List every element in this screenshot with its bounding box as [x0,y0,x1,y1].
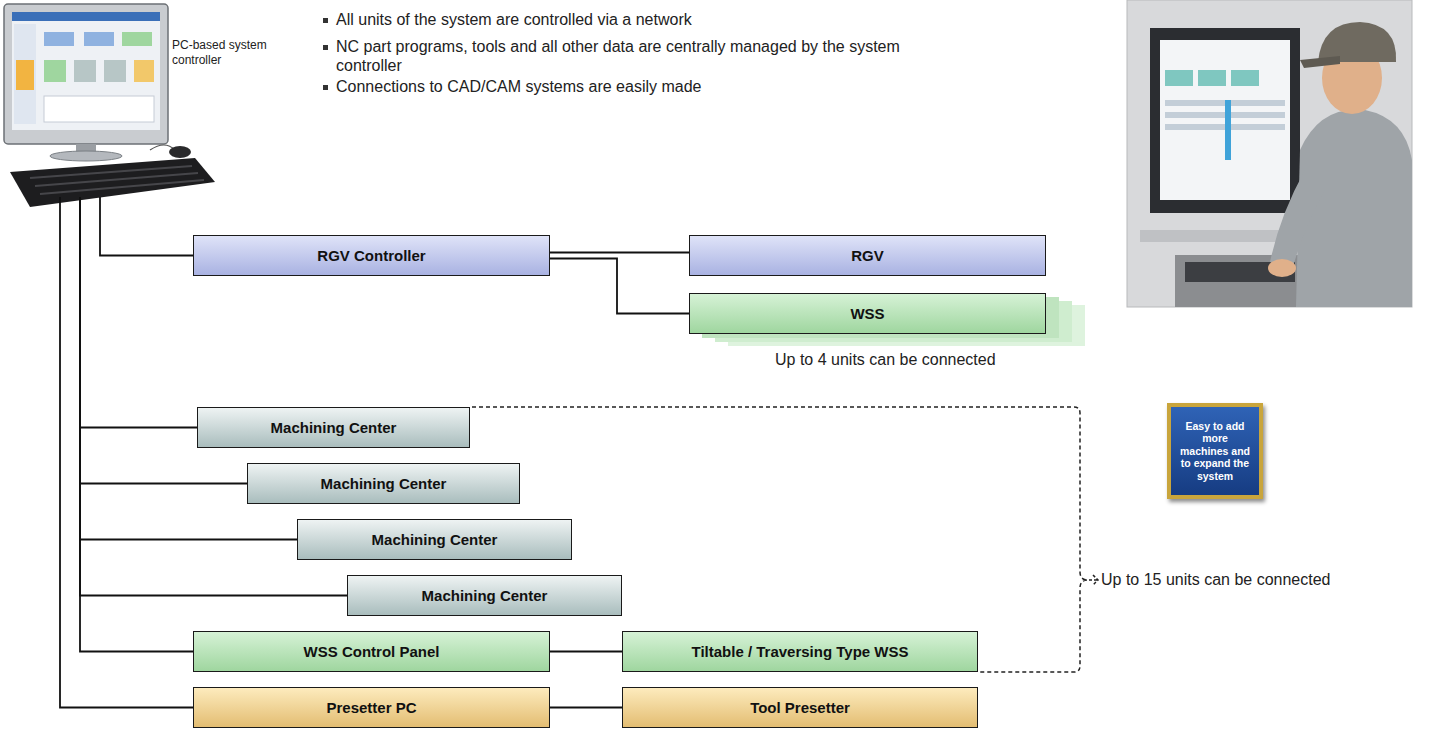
presetter-pc-box: Presetter PC [193,687,550,728]
machine-box: Machining Center [297,519,572,560]
screen-block [84,32,114,46]
screen-block [44,96,154,122]
screen-block [44,32,74,46]
monitor-screen [12,12,160,130]
person-cap [1318,22,1396,62]
box-label: Machining Center [321,475,447,492]
box-label: Presetter PC [326,699,416,716]
badge-box: Easy to add more machines and to expand … [1167,403,1263,499]
cap-visor [1300,56,1340,68]
bracket-pointer [1089,575,1098,585]
screen-block [122,32,152,46]
person-arm [1270,170,1325,270]
monitor-bezel [4,4,168,144]
capacity-note: Up to 4 units can be connected [775,350,1075,369]
pc-illustration [4,4,215,207]
connector-line [550,259,689,314]
bullet-note: NC part programs, tools and all other da… [323,37,913,75]
photo-illustration [1127,0,1412,307]
controller-pc: PC-based system controller [0,0,215,205]
bullet-note: All units of the system are controlled v… [323,10,923,29]
connector-line [550,651,622,653]
screen-block [44,60,66,82]
machine-screen [1160,40,1290,200]
screen-block [104,60,126,82]
box-label: WSS [850,305,884,322]
station-stack-box: WSS [689,293,1046,334]
box-label: Machining Center [372,531,498,548]
window-panel-tab [16,60,34,90]
station-box: Tiltable / Traversing Type WSS [622,631,978,672]
connector-line [60,197,193,708]
connector-line [550,252,689,254]
bullet-note: Connections to CAD/CAM systems are easil… [323,77,923,96]
connector-group [60,197,689,708]
capacity-note: Up to 15 units can be connected [1101,570,1421,589]
monitor-base [50,151,122,161]
box-label: RGV [851,247,884,264]
machine-screen-bezel [1150,28,1300,213]
person-hand [1268,259,1296,277]
box-label: Easy to add more machines and to expand … [1177,420,1253,483]
box-label: Machining Center [422,587,548,604]
screen-block [134,60,154,82]
photo-ground [1127,0,1412,307]
panel-box: WSS Control Panel [193,631,550,672]
machine-box: Machining Center [347,575,622,616]
machine-box: Machining Center [197,407,470,448]
machine-box: Machining Center [247,463,520,504]
screen-item [1198,70,1226,86]
controller-box: RGV Controller [193,235,550,276]
box-label: Tool Presetter [750,699,850,716]
box-label: Machining Center [271,419,397,436]
keyboard-keys [30,166,204,194]
box-label: Tiltable / Traversing Type WSS [691,643,908,660]
window-bar [12,12,160,21]
vehicle-box: RGV [689,235,1046,276]
controller-label: PC-based system controller [172,38,276,68]
presetter-box: Tool Presetter [622,687,978,728]
connector-line [80,197,193,652]
screen-item [1165,70,1193,86]
screen-item [1231,70,1259,86]
connector-line [550,707,622,709]
connector-line [80,197,197,428]
window-panel [14,24,36,124]
screen-block [74,60,96,82]
box-label: WSS Control Panel [304,643,440,660]
photo-frame [1127,0,1412,307]
connector-line [100,197,193,256]
box-label: RGV Controller [317,247,425,264]
mouse [169,146,191,158]
keyboard [10,158,215,207]
screen-marker [1225,100,1231,160]
